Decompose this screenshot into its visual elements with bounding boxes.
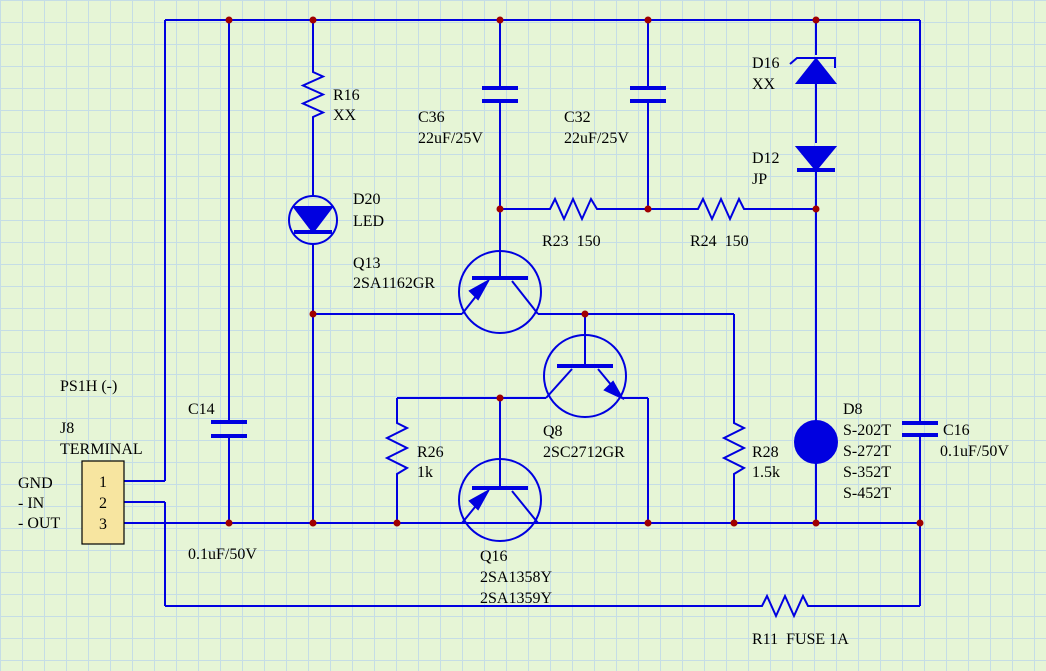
r23-label: R23 150 [542, 233, 601, 250]
wires [124, 19, 921, 607]
c32-ref: C32 [564, 109, 591, 126]
j8-ref: J8 [60, 420, 74, 437]
r28-value: 1.5k [752, 464, 780, 481]
d12-ref: D12 [752, 150, 780, 167]
j8-pin-1: 1 [99, 474, 107, 491]
c14-value: 0.1uF/50V [188, 546, 257, 563]
transistor-q8-symbol [543, 334, 627, 418]
q16-ref: Q16 [480, 548, 508, 565]
j8-value: TERMINAL [60, 441, 143, 458]
net-label-gnd: GND [18, 475, 53, 492]
c16-value: 0.1uF/50V [940, 443, 1009, 460]
q16-value-1: 2SA1358Y [480, 569, 552, 586]
c36-value: 22uF/25V [418, 130, 483, 147]
capacitor-c36-symbol [482, 86, 518, 103]
transistor-q13-symbol [458, 250, 542, 334]
d8-value-3: S-352T [843, 464, 891, 481]
resistor-r24-symbol [694, 196, 748, 222]
d20-value: LED [353, 213, 384, 230]
d20-ref: D20 [353, 191, 381, 208]
led-d20-symbol [288, 195, 338, 245]
c14-ref: C14 [188, 401, 215, 418]
diode-d12-symbol [794, 146, 838, 172]
q8-value: 2SC2712GR [543, 444, 625, 461]
diode-d8-symbol [794, 418, 838, 466]
capacitor-c14-symbol [211, 420, 247, 438]
r28-ref: R28 [752, 444, 779, 461]
block-title: PS1H (-) [60, 378, 117, 395]
d12-value: JP [752, 171, 767, 188]
resistor-r23-symbol [546, 196, 602, 222]
resistor-r11-fuse-symbol [758, 593, 812, 619]
r16-ref: R16 [333, 87, 360, 104]
c36-ref: C36 [418, 109, 445, 126]
resistor-r26-symbol [384, 418, 410, 480]
r11-label: R11 FUSE 1A [752, 631, 849, 648]
c16-ref: C16 [943, 422, 970, 439]
r16-value: XX [333, 107, 357, 124]
d8-value-2: S-272T [843, 443, 891, 460]
capacitor-c32-symbol [630, 86, 666, 103]
resistor-r16-symbol [300, 68, 326, 122]
r26-value: 1k [417, 464, 433, 481]
zener-diode-d16-symbol [789, 57, 838, 84]
net-label-out: - OUT [18, 515, 60, 532]
junction-dots [225, 16, 924, 527]
d16-ref: D16 [752, 55, 780, 72]
d8-value-4: S-452T [843, 485, 891, 502]
resistor-r28-symbol [721, 418, 747, 480]
transistor-q16-symbol [458, 458, 542, 542]
q16-value-2: 2SA1359Y [480, 590, 552, 607]
net-label-in: - IN [18, 495, 45, 512]
terminal-connector-j8 [81, 460, 125, 545]
r26-ref: R26 [417, 444, 444, 461]
j8-pin-2: 2 [99, 495, 107, 512]
c32-value: 22uF/25V [564, 130, 629, 147]
q13-value: 2SA1162GR [353, 275, 435, 292]
q13-ref: Q13 [353, 255, 381, 272]
capacitor-c16-symbol [902, 421, 938, 437]
q8-ref: Q8 [543, 423, 563, 440]
j8-pin-3: 3 [99, 516, 107, 533]
d8-value-1: S-202T [843, 422, 891, 439]
d8-ref: D8 [843, 401, 863, 418]
d16-value: XX [752, 76, 776, 93]
r24-label: R24 150 [690, 233, 749, 250]
